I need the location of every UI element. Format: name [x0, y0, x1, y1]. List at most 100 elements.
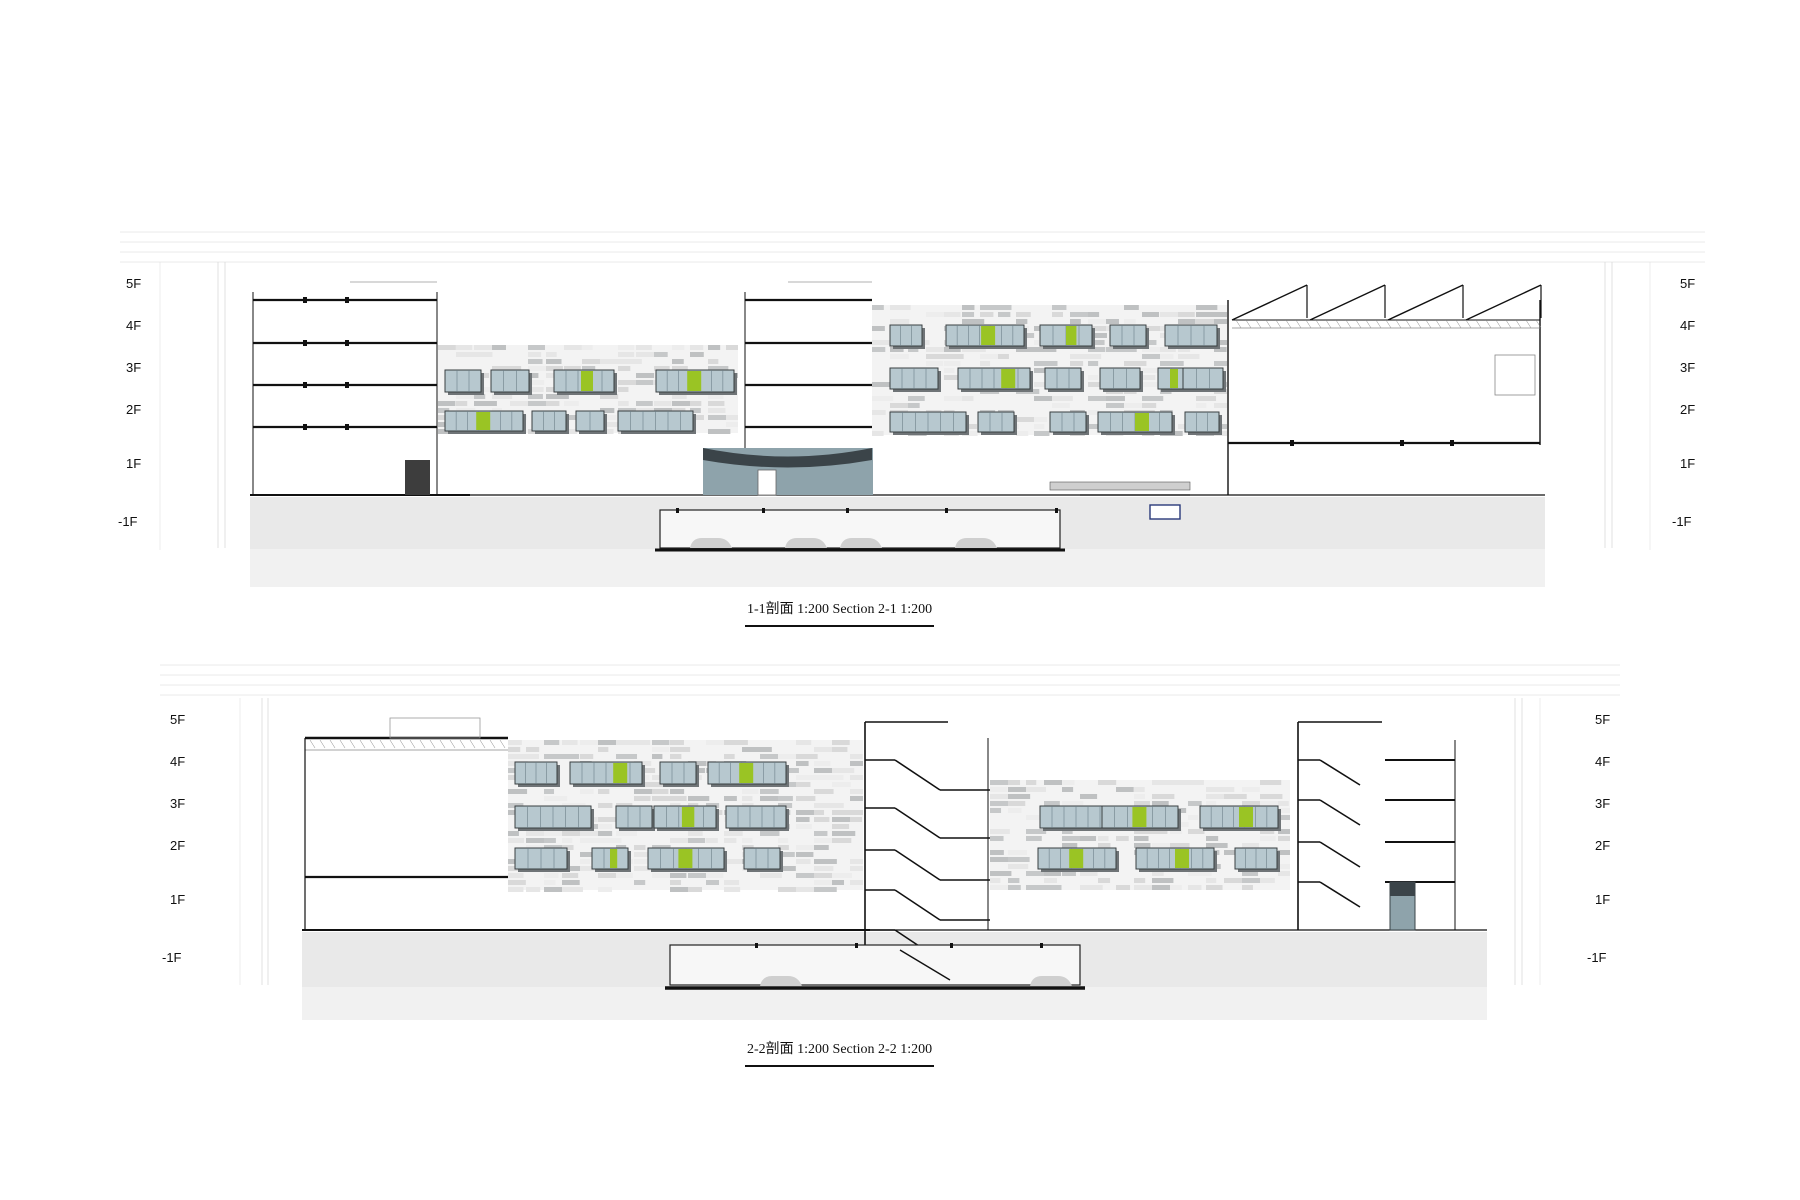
s1-facade-b-panel [1034, 424, 1045, 429]
s2-truss-web [429, 739, 436, 749]
s1-facade-b-panel [1160, 361, 1184, 366]
s2-facade-d-panel [990, 801, 1014, 806]
s2-facade-d-panel [1008, 857, 1030, 862]
s1-sawtooth [1387, 284, 1464, 321]
s1-truss-web [1285, 319, 1292, 329]
s2-facade-c-panel [508, 747, 521, 752]
s2-facade-c-panel [832, 831, 856, 836]
s2-facade-c-panel [832, 817, 855, 822]
s1-truss-web [1445, 319, 1452, 329]
s2-facade-c-panel [832, 768, 855, 773]
s1-facade-a-panel [564, 429, 578, 434]
s1-facade-a-panel [636, 345, 652, 350]
s2-facade-d-panel [1260, 836, 1276, 841]
s2-facade-c-panel [796, 817, 810, 822]
s2-facade-c-panel [670, 747, 691, 752]
s1-column [303, 297, 307, 303]
s1-facade-b-panel [1016, 312, 1031, 317]
s1-facade-a-panel [546, 401, 560, 406]
s1-facade-b-panel [962, 431, 978, 436]
s2-window-c-green [681, 807, 695, 827]
s2-facade-c-panel [850, 817, 863, 822]
s2-facade-d-panel [1206, 801, 1217, 806]
s2-facade-c-panel [832, 740, 850, 745]
s1-facade-b-panel [1196, 403, 1207, 408]
s2-facade-c-panel [814, 803, 832, 808]
s1-facade-a-panel [654, 352, 668, 357]
s2-facade-c-panel [832, 873, 852, 878]
s2-facade-c-panel [760, 789, 779, 794]
s1-truss-web [1395, 319, 1402, 329]
s1-truss-web [1315, 319, 1322, 329]
s2-facade-c-panel [670, 789, 685, 794]
s1-facade-b-panel [944, 354, 964, 359]
s2-facade-c-panel [814, 789, 834, 794]
s1-bridge [1049, 481, 1191, 491]
s2-facade-c-panel [526, 831, 549, 836]
s2-facade-c-panel [760, 747, 772, 752]
s1-truss-web [1415, 319, 1422, 329]
s2-facade-d-panel [1260, 878, 1275, 883]
s2-facade-d-panel [1188, 829, 1205, 834]
s1-facade-b-panel [1142, 396, 1164, 401]
s1-facade-a-panel [708, 408, 726, 413]
s1-door-dark [405, 460, 430, 495]
s1-facade-a-panel [582, 345, 593, 350]
s2-facade-c-panel [652, 789, 669, 794]
s2-right-1f: 1F [1595, 892, 1611, 907]
s1-facade-a-panel [672, 394, 687, 399]
s1-window-a [490, 369, 530, 393]
s2-parking-column [950, 943, 953, 948]
s1-facade-b-panel [1214, 340, 1227, 345]
s2-facade-d-panel [1260, 801, 1281, 806]
s2-facade-c-panel [580, 789, 594, 794]
s2-facade-c-panel [778, 887, 799, 892]
s1-facade-a-panel [474, 345, 497, 350]
s1-facade-b-panel [980, 354, 1004, 359]
s2-facade-c-panel [832, 838, 852, 843]
s1-window-b-green [981, 326, 996, 345]
s1-window-a-green [687, 371, 702, 391]
s2-facade-d-panel [1134, 878, 1146, 883]
s2-window-d-green [1239, 807, 1253, 827]
s2-ramp [899, 949, 951, 981]
s2-stair-flight [894, 807, 941, 839]
s2-facade-c-panel [814, 887, 837, 892]
s1-column [345, 424, 349, 430]
s2-facade-d-panel [1242, 871, 1259, 876]
s2-facade-d-panel [1062, 871, 1076, 876]
s1-facade-b-panel [1124, 305, 1139, 310]
s2-facade-c-panel [760, 831, 780, 836]
s2-left-4f: 4F [170, 754, 186, 769]
s2-facade-c-panel [580, 859, 591, 864]
s2-facade-c-panel [580, 852, 594, 857]
s2-facade-d-panel [1206, 794, 1225, 799]
s1-parking-column [1055, 508, 1058, 513]
s1-facade-b-panel [1142, 340, 1157, 345]
s2-facade-c-panel [850, 754, 863, 759]
s2-facade-d-panel [1062, 836, 1086, 841]
s1-facade-a-panel [708, 345, 721, 350]
s2-facade-d-panel [1026, 836, 1042, 841]
s1-facade-b-panel [962, 347, 986, 352]
s2-facade-d-panel [1134, 787, 1145, 792]
s2-facade-c-panel [508, 873, 524, 878]
s2-right-door-head [1390, 882, 1415, 896]
s1-facade-b-panel [962, 305, 975, 310]
s1-left-2f: 2F [126, 402, 142, 417]
s2-facade-c-panel [814, 838, 837, 843]
s2-stair-flight [894, 759, 941, 791]
s2-window-d-green [1175, 849, 1189, 868]
s1-facade-b-panel [1178, 312, 1195, 317]
s1-facade-a-panel [564, 415, 585, 420]
s1-truss-web [1365, 319, 1372, 329]
s1-facade-b-panel [1034, 347, 1057, 352]
s2-facade-d-panel [1026, 780, 1037, 785]
s1-facade-b-panel [926, 361, 944, 366]
s2-facade-c-panel [670, 880, 682, 885]
s2-facade-d-panel [1152, 871, 1164, 876]
s2-parking-column [1040, 943, 1043, 948]
s1-facade-a-panel [528, 352, 542, 357]
s2-facade-c-panel [850, 789, 863, 794]
